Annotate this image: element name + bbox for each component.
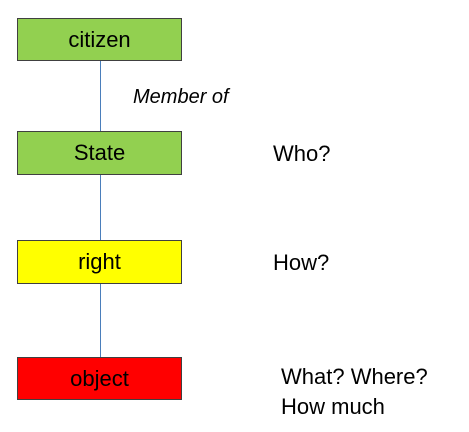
question-what-where: What? Where? [281, 364, 428, 389]
node-right-label: right [78, 249, 121, 274]
question-how-much: How much [281, 394, 385, 419]
node-citizen: citizen [17, 18, 182, 61]
connector-right-object [100, 284, 101, 357]
node-state-label: State [73, 140, 126, 165]
connector-citizen-state [100, 61, 101, 131]
question-who: Who? [273, 141, 331, 166]
edge-label-member-of: Member of [133, 86, 229, 108]
node-state: State [17, 131, 182, 175]
question-how: How? [273, 250, 330, 275]
node-object-label: object [70, 365, 129, 391]
node-citizen-label: citizen [68, 26, 131, 52]
node-right: right [17, 240, 182, 284]
connector-state-right [100, 175, 101, 240]
node-object: object [17, 357, 182, 400]
